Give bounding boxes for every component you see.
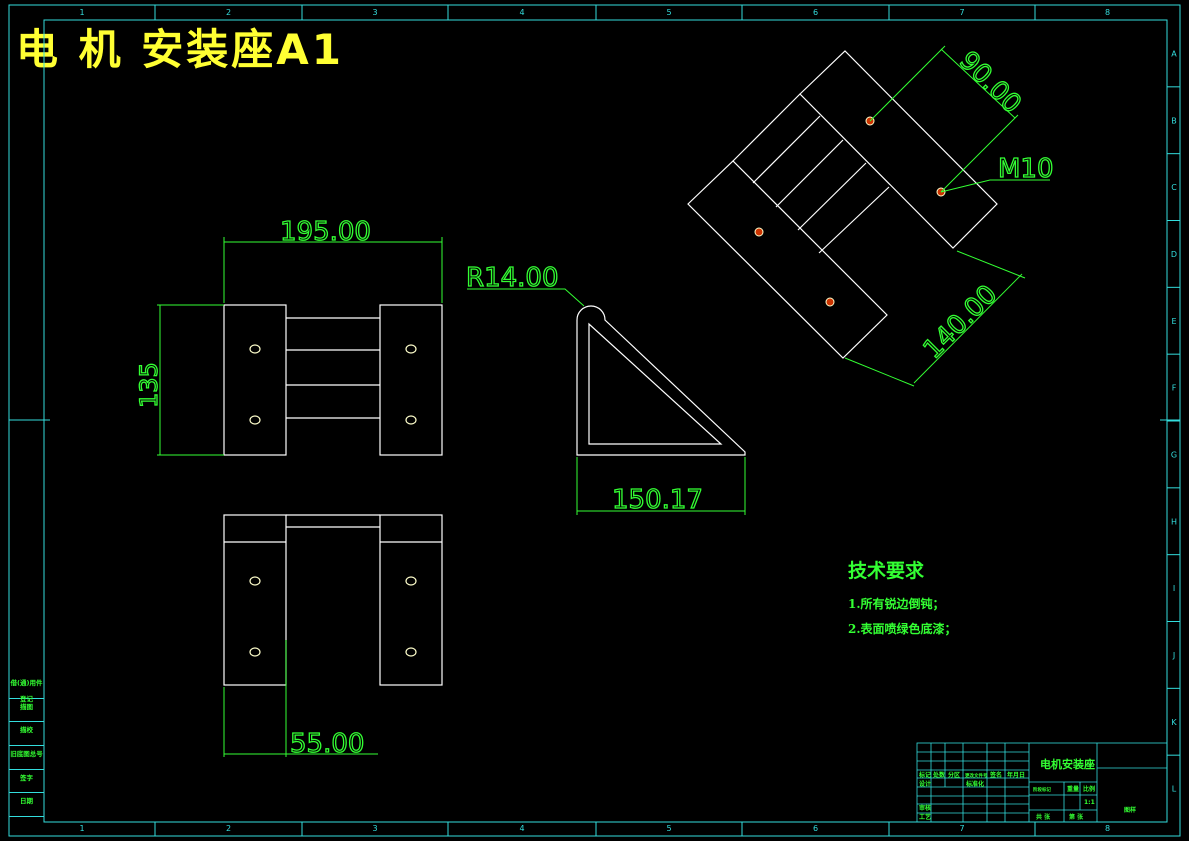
- rotated-view-dimensions: [844, 45, 1050, 387]
- title-block-cell: 重量: [1067, 785, 1079, 793]
- side-table-cell: 借(通)用件登记: [9, 675, 44, 703]
- title-block-role: 工艺: [919, 813, 931, 821]
- dim-diag-length: 140.00: [918, 279, 1004, 365]
- title-block-cell: 阶段标记: [1033, 786, 1051, 793]
- drawing-title: 电 机 安装座A1: [16, 25, 344, 74]
- zone-number: 4: [519, 8, 524, 17]
- zone-number: 7: [959, 824, 964, 833]
- zone-number: 5: [666, 824, 671, 833]
- title-block-role: 设计: [919, 780, 931, 788]
- zone-number: 1: [79, 824, 84, 833]
- dim-side-width: 150.17: [612, 485, 703, 515]
- side-view-dimensions: [467, 288, 746, 515]
- hole: [754, 227, 764, 237]
- title-block-part-name: 电机安装座: [1040, 757, 1095, 771]
- zone-number: 7: [959, 8, 964, 17]
- zone-number: 8: [1105, 8, 1110, 17]
- title-block-role: 审核: [919, 804, 931, 812]
- title-block-row-label: 标记: [918, 771, 931, 779]
- zone-number: 5: [666, 8, 671, 17]
- tech-note: 2.表面喷绿色底漆；: [848, 622, 957, 636]
- side-view-inner: [588, 322, 723, 445]
- side-table-cell: 日期: [9, 793, 44, 818]
- title-block-cell: 1:1: [1084, 799, 1095, 806]
- side-view: [576, 305, 746, 456]
- rotated-view: [687, 50, 998, 359]
- dim-bottom-width: 55.00: [290, 729, 364, 759]
- side-table-cell: 描图: [9, 699, 44, 723]
- top-view: [223, 304, 443, 456]
- rotated-plate-bottom: [687, 160, 888, 359]
- zone-letter: I: [1173, 584, 1175, 593]
- zone-letter: J: [1172, 651, 1175, 660]
- dim-top-height: 135: [135, 362, 163, 408]
- dim-top-width: 195.00: [280, 217, 371, 247]
- zone-letter: L: [1172, 785, 1177, 794]
- side-table-cell: 签字: [9, 770, 44, 794]
- technical-requirements: 技术要求 1.所有锐边倒钝； 2.表面喷绿色底漆；: [848, 556, 957, 637]
- dim-hole-thread: M10: [998, 154, 1054, 184]
- title-block-cell: 比例: [1083, 785, 1095, 793]
- zone-letter: A: [1171, 49, 1177, 58]
- tech-note: 1.所有锐边倒钝；: [848, 597, 945, 611]
- side-table-cell: 描校: [9, 722, 44, 747]
- zone-letter: C: [1171, 183, 1177, 192]
- title-block-cell: 第 张: [1068, 813, 1084, 821]
- hole: [405, 576, 417, 586]
- hole: [405, 647, 417, 657]
- hole: [249, 415, 261, 425]
- tech-heading: 技术要求: [848, 560, 925, 582]
- zone-letter: E: [1171, 317, 1176, 326]
- zone-ticks: [154, 5, 1180, 836]
- front-view-right-plate: [379, 514, 443, 686]
- hole: [405, 344, 417, 354]
- title-block-row-label: 更改文件号: [965, 772, 988, 779]
- dim-fillet-radius: R14.00: [466, 263, 559, 293]
- top-view-right-plate: [379, 304, 443, 456]
- side-table-cell: 旧底图总号: [9, 746, 44, 770]
- zone-number: 2: [226, 824, 231, 833]
- hole: [249, 647, 261, 657]
- title-block: [916, 742, 1168, 823]
- zone-number: 6: [813, 824, 818, 833]
- zone-letter: G: [1171, 450, 1177, 459]
- zone-letter: K: [1171, 718, 1177, 727]
- zone-letter: H: [1171, 517, 1177, 526]
- title-block-row-label: 分区: [948, 771, 960, 779]
- zone-number: 3: [372, 824, 377, 833]
- side-table: 借(通)用件登记 描图 描校 旧底图总号 签字 日期: [9, 675, 44, 818]
- hole: [825, 297, 835, 307]
- zone-letter: D: [1171, 250, 1177, 259]
- zone-number: 8: [1105, 824, 1110, 833]
- side-view-outline: [576, 305, 746, 456]
- top-view-left-plate: [223, 304, 287, 456]
- title-block-row-label: 处数: [932, 771, 946, 779]
- hole: [405, 415, 417, 425]
- dim-hole-spacing: 90.00: [953, 46, 1027, 120]
- title-block-row-label: 签名: [989, 771, 1002, 779]
- zone-number: 6: [813, 8, 818, 17]
- front-view-dimensions: [223, 640, 378, 757]
- rotated-plate-top: [799, 50, 998, 249]
- front-view: [223, 514, 443, 686]
- title-block-row-label: 年月日: [1007, 771, 1025, 779]
- title-block-right-label: 图样: [1124, 806, 1136, 814]
- zone-number: 1: [79, 8, 84, 17]
- hole: [249, 344, 261, 354]
- zone-number: 4: [519, 824, 524, 833]
- zone-letter: B: [1171, 116, 1177, 125]
- zone-number: 3: [372, 8, 377, 17]
- zone-letter: F: [1172, 384, 1177, 393]
- inner-frame: [43, 19, 1168, 823]
- title-block-cell: 共 张: [1036, 813, 1051, 821]
- outer-frame: [8, 4, 1181, 837]
- zone-number: 2: [226, 8, 231, 17]
- top-view-dimensions: [157, 237, 443, 456]
- hole: [249, 576, 261, 586]
- title-block-role: 标准化: [965, 780, 984, 788]
- front-view-left-plate: [223, 514, 287, 686]
